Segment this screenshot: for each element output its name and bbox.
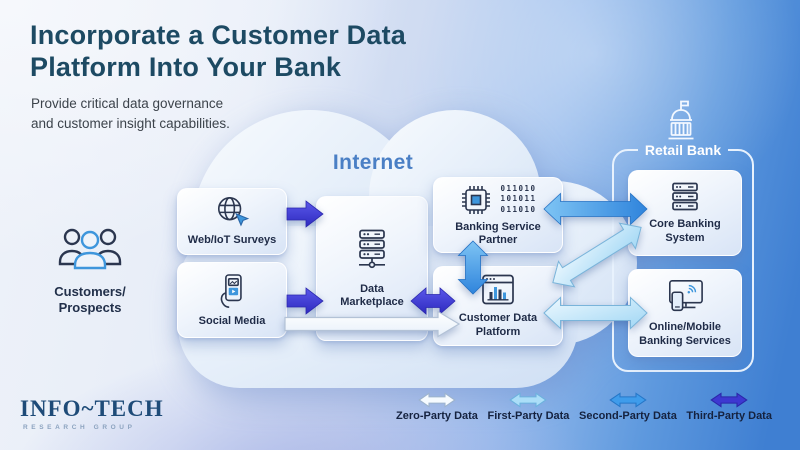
node-core-banking-system: Core Banking System	[628, 170, 742, 256]
first-party-arrow-icon	[509, 392, 548, 408]
legend-item-second-party: Second-Party Data	[579, 392, 677, 422]
web-iot-label: Web/IoT Surveys	[187, 234, 277, 247]
node-web-iot-surveys: Web/IoT Surveys	[177, 188, 287, 255]
retail-bank-label: Retail Bank	[644, 142, 722, 158]
banking-service-partner-label: Banking Service Partner	[455, 220, 541, 246]
customer-data-platform-label: Customer Data Platform	[458, 312, 538, 338]
chip-icon	[462, 185, 491, 214]
monitor-phone-icon	[668, 280, 703, 312]
node-social-media: Social Media	[177, 262, 287, 338]
bank-building-icon	[668, 100, 694, 140]
core-banking-label: Core Banking System	[649, 218, 721, 244]
customers-prospects: Customers/ Prospects	[28, 226, 152, 316]
globe-cursor-icon	[217, 197, 250, 227]
legend-label-second-party: Second-Party Data	[579, 410, 677, 422]
second-party-arrow-icon	[609, 392, 647, 408]
legend-label-zero-party: Zero-Party Data	[396, 410, 478, 422]
dashboard-chart-icon	[482, 274, 514, 305]
node-online-mobile-banking: Online/Mobile Banking Services	[628, 269, 742, 357]
customers-label: Customers/ Prospects	[54, 284, 126, 315]
logo-tagline: RESEARCH GROUP	[23, 424, 136, 431]
subtitle-line-2: and customer insight capabilities.	[31, 116, 230, 132]
phone-social-icon	[220, 273, 242, 308]
zero-party-arrow-icon	[418, 392, 456, 408]
third-party-arrow-icon	[710, 392, 748, 408]
people-group-icon	[58, 228, 122, 270]
legend-label-first-party: First-Party Data	[487, 410, 570, 422]
legend-item-third-party: Third-Party Data	[686, 392, 772, 422]
title-line-2: Platform Into Your Bank	[30, 51, 342, 82]
logo-name: INFO~TECH	[20, 396, 164, 421]
infotech-logo: INFO~TECH RESEARCH GROUP	[20, 396, 164, 431]
node-customer-data-platform: Customer Data Platform	[433, 266, 563, 346]
binary-code-icon: 011010 101011 011010	[500, 183, 537, 214]
server-network-icon	[359, 229, 385, 268]
title-line-1: Incorporate a Customer Data	[30, 20, 406, 50]
online-mobile-label: Online/Mobile Banking Services	[639, 321, 731, 347]
legend: Zero-Party Data First-Party Data Second-…	[396, 392, 772, 422]
server-stack-icon	[672, 182, 698, 211]
legend-item-first-party: First-Party Data	[487, 392, 570, 422]
internet-label: Internet	[332, 151, 414, 174]
node-data-marketplace: Data Marketplace	[316, 196, 428, 341]
social-media-label: Social Media	[198, 314, 266, 327]
legend-label-third-party: Third-Party Data	[686, 410, 772, 422]
page-subtitle: Provide critical data governance and cus…	[31, 94, 230, 135]
subtitle-line-1: Provide critical data governance	[31, 96, 224, 111]
node-banking-service-partner: 011010 101011 011010 Banking Service Par…	[433, 177, 563, 253]
data-marketplace-label: Data Marketplace	[340, 282, 404, 308]
page-title: Incorporate a Customer Data Platform Int…	[30, 20, 406, 84]
legend-item-zero-party: Zero-Party Data	[396, 392, 478, 422]
